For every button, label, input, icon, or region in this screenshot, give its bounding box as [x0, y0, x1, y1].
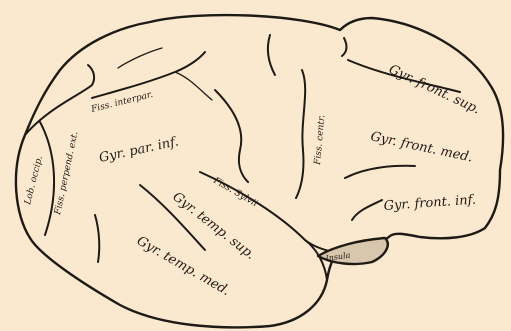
label-gyr-front-med: Gyr. front. med.	[369, 129, 474, 165]
hemisphere-outline	[16, 15, 503, 327]
label-gyr-front-inf: Gyr. front. inf.	[383, 193, 476, 214]
postcentral-sulcus	[215, 90, 248, 182]
inferior-frontal-sulcus	[345, 166, 415, 178]
label-lob-occip: Lob. occip.	[23, 155, 45, 207]
occipital-border	[25, 65, 94, 135]
frontal-gap-mark	[342, 38, 346, 56]
top-sulcus-1	[268, 35, 275, 75]
interparietal-branch	[175, 72, 212, 100]
perpendicular-fissure	[40, 122, 54, 235]
frontal-lower-curve	[352, 200, 382, 220]
label-gyr-temp-med: Gyr. temp. med.	[134, 233, 233, 299]
label-fiss-centr: Fiss. centr.	[313, 114, 327, 166]
middle-temporal-sulcus	[95, 215, 99, 262]
label-fiss-perpend: Fiss. perpend. ext.	[53, 131, 81, 217]
label-gyr-front-sup: Gyr. front. sup.	[386, 62, 482, 117]
label-fiss-sylvii: Fiss. Sylvii	[211, 175, 259, 209]
label-fiss-interpar: Fiss. interpar.	[89, 90, 154, 115]
upper-parietal-sulcus	[118, 48, 162, 68]
central-fissure	[296, 70, 305, 198]
label-gyr-par-inf: Gyr. par. inf.	[98, 134, 180, 165]
